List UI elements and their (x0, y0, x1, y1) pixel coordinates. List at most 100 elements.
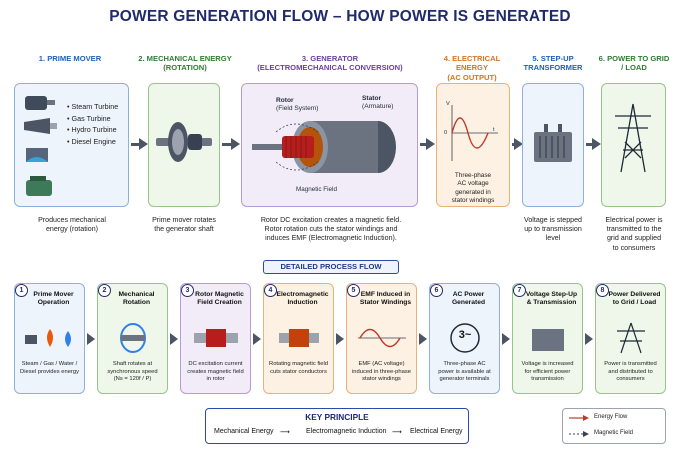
step-illustration-icon (194, 329, 238, 347)
flow-arrow (585, 332, 593, 345)
ac-waveform-chart (451, 105, 498, 161)
stator-label-text: Stator (362, 95, 382, 102)
flow-arrow (231, 138, 240, 150)
flow-arrow (170, 332, 178, 345)
step-number-badge: 7 (513, 284, 526, 297)
step-description: Three-phase AC power is available at gen… (438, 361, 491, 383)
diesel-engine-icon (26, 176, 52, 196)
flow-arrow (592, 138, 601, 150)
step-illustration-icon (617, 322, 645, 354)
prime-mover-list: Steam Turbine Gas Turbine Hydro Turbine … (67, 101, 119, 147)
flow-arrow (419, 332, 427, 345)
step-title: EMF Induced in Stator Windings (359, 291, 412, 307)
process-step-8-box (595, 283, 666, 394)
step-number-badge: 4 (264, 284, 277, 297)
steam-turbine-icon (25, 96, 55, 110)
step-title: Prime Mover Operation (33, 291, 74, 307)
stator-sublabel: (Armature) (362, 102, 394, 110)
step-illustration-icon (532, 329, 564, 351)
rotor-sublabel: (Field System) (276, 104, 319, 112)
step-description: DC excitation current creates magnetic f… (187, 361, 244, 383)
transformer-icon (534, 124, 572, 162)
step-description: Power is transmitted and distributed to … (604, 361, 657, 383)
stage-6-description: Electrical power is transmitted to the g… (605, 216, 663, 252)
step-title: Rotor Magnetic Field Creation (195, 291, 244, 307)
stage-1-header: 1. PRIME MOVER (38, 54, 102, 63)
hydro-turbine-icon (26, 148, 48, 162)
step-title: Electromagnetic Induction (276, 291, 329, 307)
step-number-badge: 2 (98, 284, 111, 297)
stage-1-description: Produces mechanical energy (rotation) (38, 216, 106, 234)
step-illustration-icon (358, 328, 406, 348)
flow-arrow-line (131, 143, 140, 146)
generator-illustration (252, 121, 396, 173)
step-title: Power Delivered to Grid / Load (608, 291, 661, 307)
detailed-process-label: DETAILED PROCESS FLOW (263, 260, 399, 274)
legend-box (562, 408, 666, 444)
flow-arrow (336, 332, 344, 345)
stage-2-header: 2. MECHANICAL ENERGY (ROTATION) (138, 54, 232, 73)
magnetic-field-label: Magnetic Field (296, 186, 337, 193)
stator-label: Stator (Armature) (362, 95, 394, 111)
stage-3-description: Rotor DC excitation creates a magnetic f… (260, 216, 402, 243)
energy-flow-legend-icon (569, 415, 589, 421)
stage-6-header: 6. POWER TO GRID / LOAD (598, 54, 670, 73)
step-number-badge: 3 (181, 284, 194, 297)
prime-mover-item: Steam Turbine (67, 101, 119, 113)
ac-v-label: V (446, 101, 450, 107)
page-title: POWER GENERATION FLOW – HOW POWER IS GEN… (109, 8, 571, 25)
stage-5-header: 5. STEP-UP TRANSFORMER (523, 54, 583, 73)
step-title: AC Power Generated (451, 291, 486, 307)
flow-arrow (139, 138, 148, 150)
step-illustration-icon (450, 323, 480, 353)
key-principle-box (205, 408, 469, 444)
step-illustration-icon (25, 329, 71, 347)
step-description: Shaft rotates at synchronous speed (Ns =… (107, 361, 158, 383)
flow-arrow (514, 138, 523, 150)
flow-arrow-line (420, 143, 427, 146)
ac-zero-label: 0 (444, 130, 448, 136)
key-principle-item: Electrical Energy (410, 428, 463, 435)
three-phase-symbol: 3~ (458, 329, 472, 341)
flow-arrow (87, 332, 95, 345)
step-number-badge: 8 (596, 284, 609, 297)
grid-box (601, 83, 666, 207)
step-title: Mechanical Rotation (118, 291, 155, 307)
ac-output-text: Three-phase AC voltage generated in stat… (451, 172, 495, 204)
step-number-badge: 5 (347, 284, 360, 297)
step-description: EMF (AC voltage) induced in three-phase … (352, 361, 411, 383)
stage-2-description: Prime mover rotates the generator shaft (152, 216, 216, 234)
flow-arrow (253, 332, 261, 345)
step-number-badge: 6 (430, 284, 443, 297)
key-principle-item: Mechanical Energy (214, 428, 274, 435)
stage-3-header: 3. GENERATOR (ELECTROMECHANICAL CONVERSI… (257, 54, 403, 73)
transmission-tower-icon (615, 103, 651, 173)
rotor-label-text: Rotor (276, 97, 294, 104)
legend-energy-flow: Energy Flow (594, 414, 628, 420)
process-step-3-box (180, 283, 251, 394)
flow-arrow (502, 332, 510, 345)
process-step-6-box (429, 283, 500, 394)
legend-magnetic-field: Magnetic Field (594, 430, 634, 436)
step-title: Voltage Step-Up & Transmission (525, 291, 578, 307)
rotating-shaft-icon (156, 122, 212, 162)
prime-mover-item: Hydro Turbine (67, 124, 118, 136)
key-principle-item: Electromagnetic Induction (306, 428, 387, 435)
gas-turbine-icon (24, 118, 57, 134)
arrow-right-icon: ⟶ (392, 429, 402, 436)
step-description: Rotating magnetic field cuts stator cond… (269, 361, 328, 375)
step-illustration-icon (120, 323, 146, 353)
flow-arrow-line (222, 143, 232, 146)
stage-5-description: Voltage is stepped up to transmission le… (524, 216, 582, 243)
step-illustration-icon (279, 329, 319, 347)
process-step-5-box (346, 283, 417, 394)
flow-arrow-line (586, 143, 594, 146)
ac-t-label: t (493, 127, 495, 133)
flow-arrow (426, 138, 435, 150)
step-description: Voltage is increased for efficient power… (521, 361, 574, 383)
prime-mover-item: Gas Turbine (67, 113, 118, 125)
magnetic-field-legend-icon (569, 431, 589, 437)
step-description: Steam / Gas / Water / Diesel provides en… (20, 361, 79, 375)
key-principle-title: KEY PRINCIPLE (305, 412, 369, 422)
arrow-right-icon: ⟶ (280, 429, 290, 436)
